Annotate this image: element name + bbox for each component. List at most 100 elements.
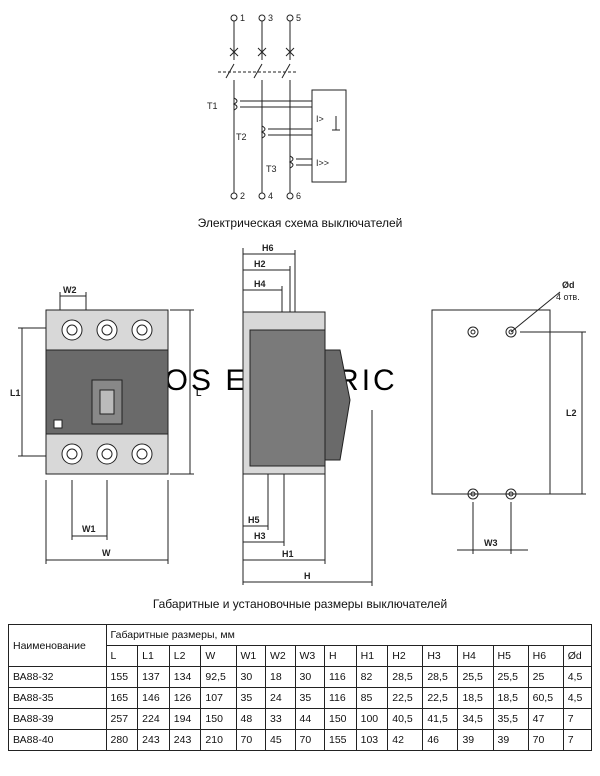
dim-w1: W1 — [82, 524, 96, 534]
column-header: H — [324, 645, 357, 667]
dimension-cell: 35 — [294, 687, 325, 709]
terminal-5: 5 — [296, 13, 301, 23]
dimension-cell: 155 — [324, 729, 357, 751]
dimension-cell: 7 — [562, 729, 593, 751]
dimension-cell: 107 — [200, 687, 237, 709]
drawing-caption: Габаритные и установочные размеры выключ… — [152, 597, 448, 611]
column-header: L1 — [137, 645, 170, 667]
model-name: ВА88-40 — [8, 729, 107, 751]
dimension-cell: 280 — [105, 729, 139, 751]
dimension-cell: 70 — [235, 729, 266, 751]
short-circuit-trip-label: I>> — [316, 158, 329, 168]
dimension-cell: 30 — [235, 666, 266, 688]
model-name: ВА88-32 — [8, 666, 107, 688]
dim-l1: L1 — [10, 388, 21, 398]
dimension-cell: 150 — [200, 708, 237, 730]
dimension-cell: 150 — [324, 708, 357, 730]
dimension-cell: 257 — [105, 708, 139, 730]
schematic-caption: Электрическая схема выключателей — [197, 216, 403, 230]
dimension-cell: 137 — [137, 666, 170, 688]
dimension-cell: 41,5 — [422, 708, 459, 730]
dimension-cell: 70 — [527, 729, 564, 751]
transformer-t3: T3 — [266, 164, 277, 174]
dimension-cell: 18,5 — [492, 687, 529, 709]
terminal-1: 1 — [240, 13, 245, 23]
dimension-cell: 45 — [265, 729, 296, 751]
dimension-cell: 24 — [265, 687, 296, 709]
dimension-cell: 28,5 — [387, 666, 424, 688]
dimension-cell: 33 — [265, 708, 296, 730]
terminal-6: 6 — [296, 191, 301, 201]
dimension-cell: 7 — [562, 708, 593, 730]
dimension-cell: 100 — [355, 708, 389, 730]
column-header: H1 — [355, 645, 389, 667]
dim-h5: H5 — [248, 515, 260, 525]
dimension-cell: 35,5 — [492, 708, 529, 730]
dim-hole-count: 4 отв. — [556, 292, 580, 302]
overload-trip-label: I> — [316, 114, 324, 124]
column-header: W3 — [294, 645, 325, 667]
transformer-t1: T1 — [207, 101, 218, 111]
dim-hole-diameter: Ød — [562, 280, 575, 290]
column-header: L — [105, 645, 139, 667]
model-name: ВА88-39 — [8, 708, 107, 730]
dimension-cell: 194 — [168, 708, 202, 730]
dimension-cell: 85 — [355, 687, 389, 709]
dimension-cell: 4,5 — [562, 666, 593, 688]
dimension-cell: 25,5 — [457, 666, 494, 688]
dimension-cell: 22,5 — [422, 687, 459, 709]
dimension-cell: 134 — [168, 666, 202, 688]
dimension-cell: 44 — [294, 708, 325, 730]
dimension-cell: 126 — [168, 687, 202, 709]
dimension-cell: 103 — [355, 729, 389, 751]
dimension-cell: 34,5 — [457, 708, 494, 730]
dim-w2: W2 — [63, 285, 77, 295]
dim-h: H — [304, 571, 311, 581]
dimension-cell: 70 — [294, 729, 325, 751]
column-header: W — [200, 645, 237, 667]
dimension-cell: 30 — [294, 666, 325, 688]
column-header: H3 — [422, 645, 459, 667]
dimension-cell: 165 — [105, 687, 139, 709]
dimension-cell: 92,5 — [200, 666, 237, 688]
dim-l: L — [196, 388, 202, 398]
dimension-drawing: ROS ELECTRIC — [10, 243, 586, 586]
dimension-cell: 42 — [387, 729, 424, 751]
dimension-cell: 155 — [105, 666, 139, 688]
dim-w3: W3 — [484, 538, 498, 548]
dim-l2: L2 — [566, 408, 577, 418]
dimension-cell: 60,5 — [527, 687, 564, 709]
dimension-cell: 4,5 — [562, 687, 593, 709]
dim-h4: H4 — [254, 279, 266, 289]
column-header: W1 — [235, 645, 266, 667]
terminal-3: 3 — [268, 13, 273, 23]
dimension-cell: 39 — [457, 729, 494, 751]
dimension-cell: 243 — [168, 729, 202, 751]
dimension-cell: 18,5 — [457, 687, 494, 709]
dimension-cell: 116 — [324, 687, 357, 709]
dimension-cell: 18 — [265, 666, 296, 688]
dimension-cell: 48 — [235, 708, 266, 730]
dimension-cell: 82 — [355, 666, 389, 688]
group-header: Габаритные размеры, мм — [105, 624, 593, 646]
dimension-cell: 28,5 — [422, 666, 459, 688]
column-header: H4 — [457, 645, 494, 667]
dim-h3: H3 — [254, 531, 266, 541]
dimension-cell: 146 — [137, 687, 170, 709]
dimension-cell: 22,5 — [387, 687, 424, 709]
dimension-cell: 46 — [422, 729, 459, 751]
dim-h2: H2 — [254, 259, 266, 269]
dimension-cell: 224 — [137, 708, 170, 730]
dim-h6: H6 — [262, 243, 274, 253]
dimension-cell: 116 — [324, 666, 357, 688]
dim-h1: H1 — [282, 549, 294, 559]
column-header: H2 — [387, 645, 424, 667]
terminal-2: 2 — [240, 191, 245, 201]
name-header: Наименование — [8, 624, 107, 667]
dimension-cell: 210 — [200, 729, 237, 751]
